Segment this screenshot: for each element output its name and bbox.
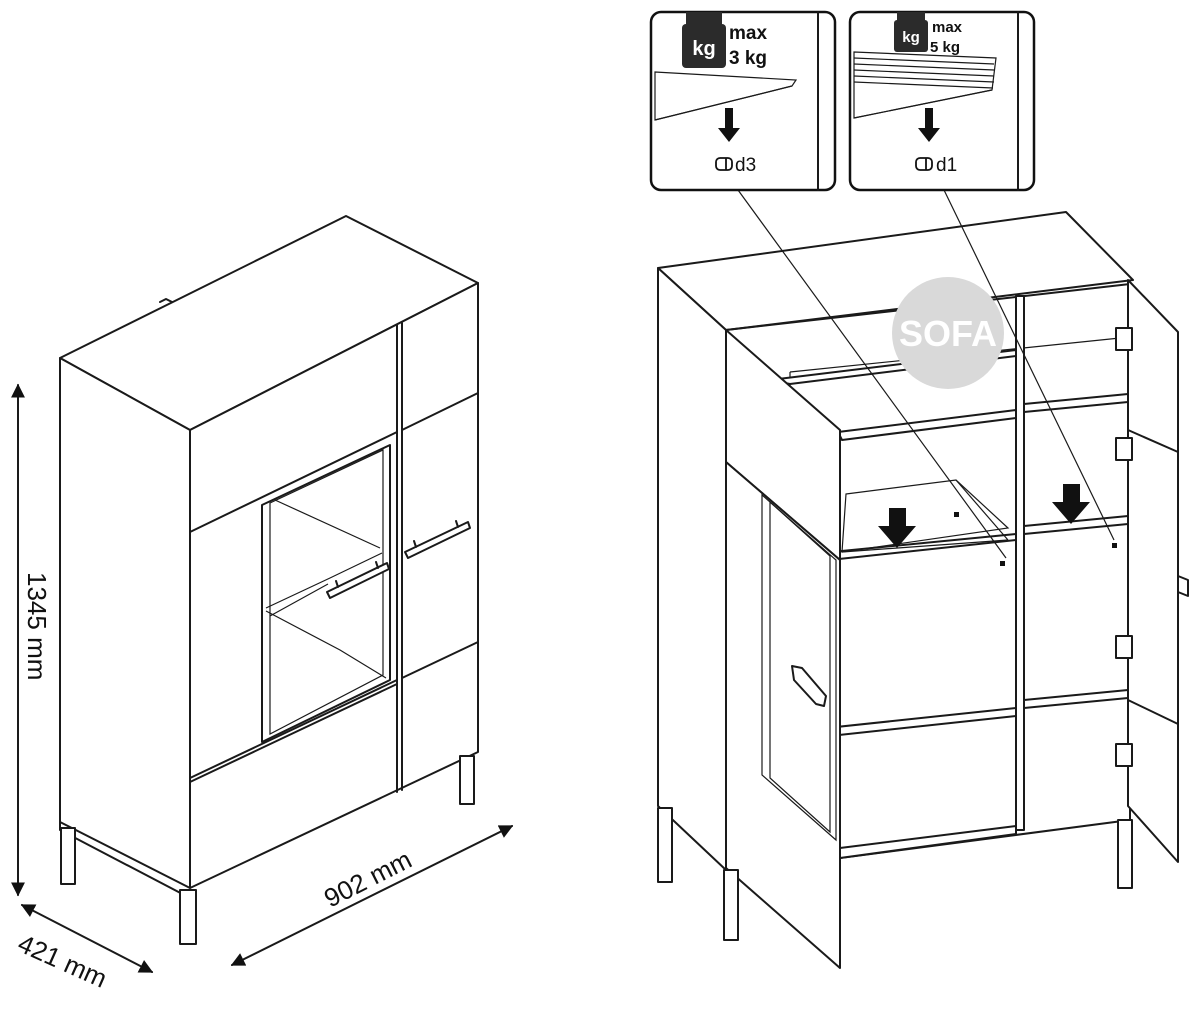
depth-label: 421 mm	[14, 928, 112, 994]
shelf-pin	[954, 512, 959, 517]
shelf-pin-icon	[715, 157, 733, 171]
shelf-drop-arrow-left	[878, 508, 916, 548]
watermark-logo: SOFA	[892, 277, 1004, 389]
right-door-handle	[404, 520, 471, 559]
glass-shelf-insert	[841, 479, 1010, 553]
shelf-pin	[1000, 561, 1005, 566]
weight-badge: kg	[692, 38, 715, 60]
weight-block-icon: kg	[894, 12, 928, 52]
leader-line-d3	[737, 189, 1007, 559]
cabinet-legs	[60, 755, 475, 945]
glass-door-handle	[326, 561, 390, 599]
closed-cabinet: 1345 mm 902 mm 421 mm	[11, 215, 514, 994]
max-label: max	[932, 19, 963, 36]
down-arrow-icon	[718, 108, 740, 142]
open-cabinet: SOFA	[657, 211, 1189, 969]
max-weight: 3 kg	[729, 48, 767, 69]
open-glass-door	[725, 461, 841, 969]
pin-label: d3	[735, 155, 756, 176]
down-arrow-icon	[918, 108, 940, 142]
weight-badge: kg	[902, 29, 920, 46]
glass-door	[261, 444, 391, 743]
shelf-pin	[1112, 543, 1117, 548]
weight-block-icon: kg	[682, 12, 726, 68]
height-label: 1345 mm	[22, 572, 52, 680]
max-weight: 5 kg	[930, 39, 960, 56]
depth-dimension-arrow	[20, 904, 154, 973]
load-panel-glass: kg max 3 kg d3	[649, 10, 837, 192]
shelf-pin-icon	[915, 157, 933, 171]
width-label: 902 mm	[319, 844, 416, 913]
open-right-door	[1115, 279, 1189, 863]
open-cabinet-legs	[657, 807, 1133, 941]
width-dimension-arrow	[230, 825, 514, 966]
max-label: max	[729, 23, 767, 44]
leader-line-d1	[943, 189, 1115, 541]
shelf-drop-arrow-right	[1052, 484, 1090, 524]
pin-label: d1	[936, 155, 957, 176]
watermark-text: SOFA	[899, 313, 997, 354]
load-panel-wood: kg max 5 kg d1	[848, 10, 1036, 192]
